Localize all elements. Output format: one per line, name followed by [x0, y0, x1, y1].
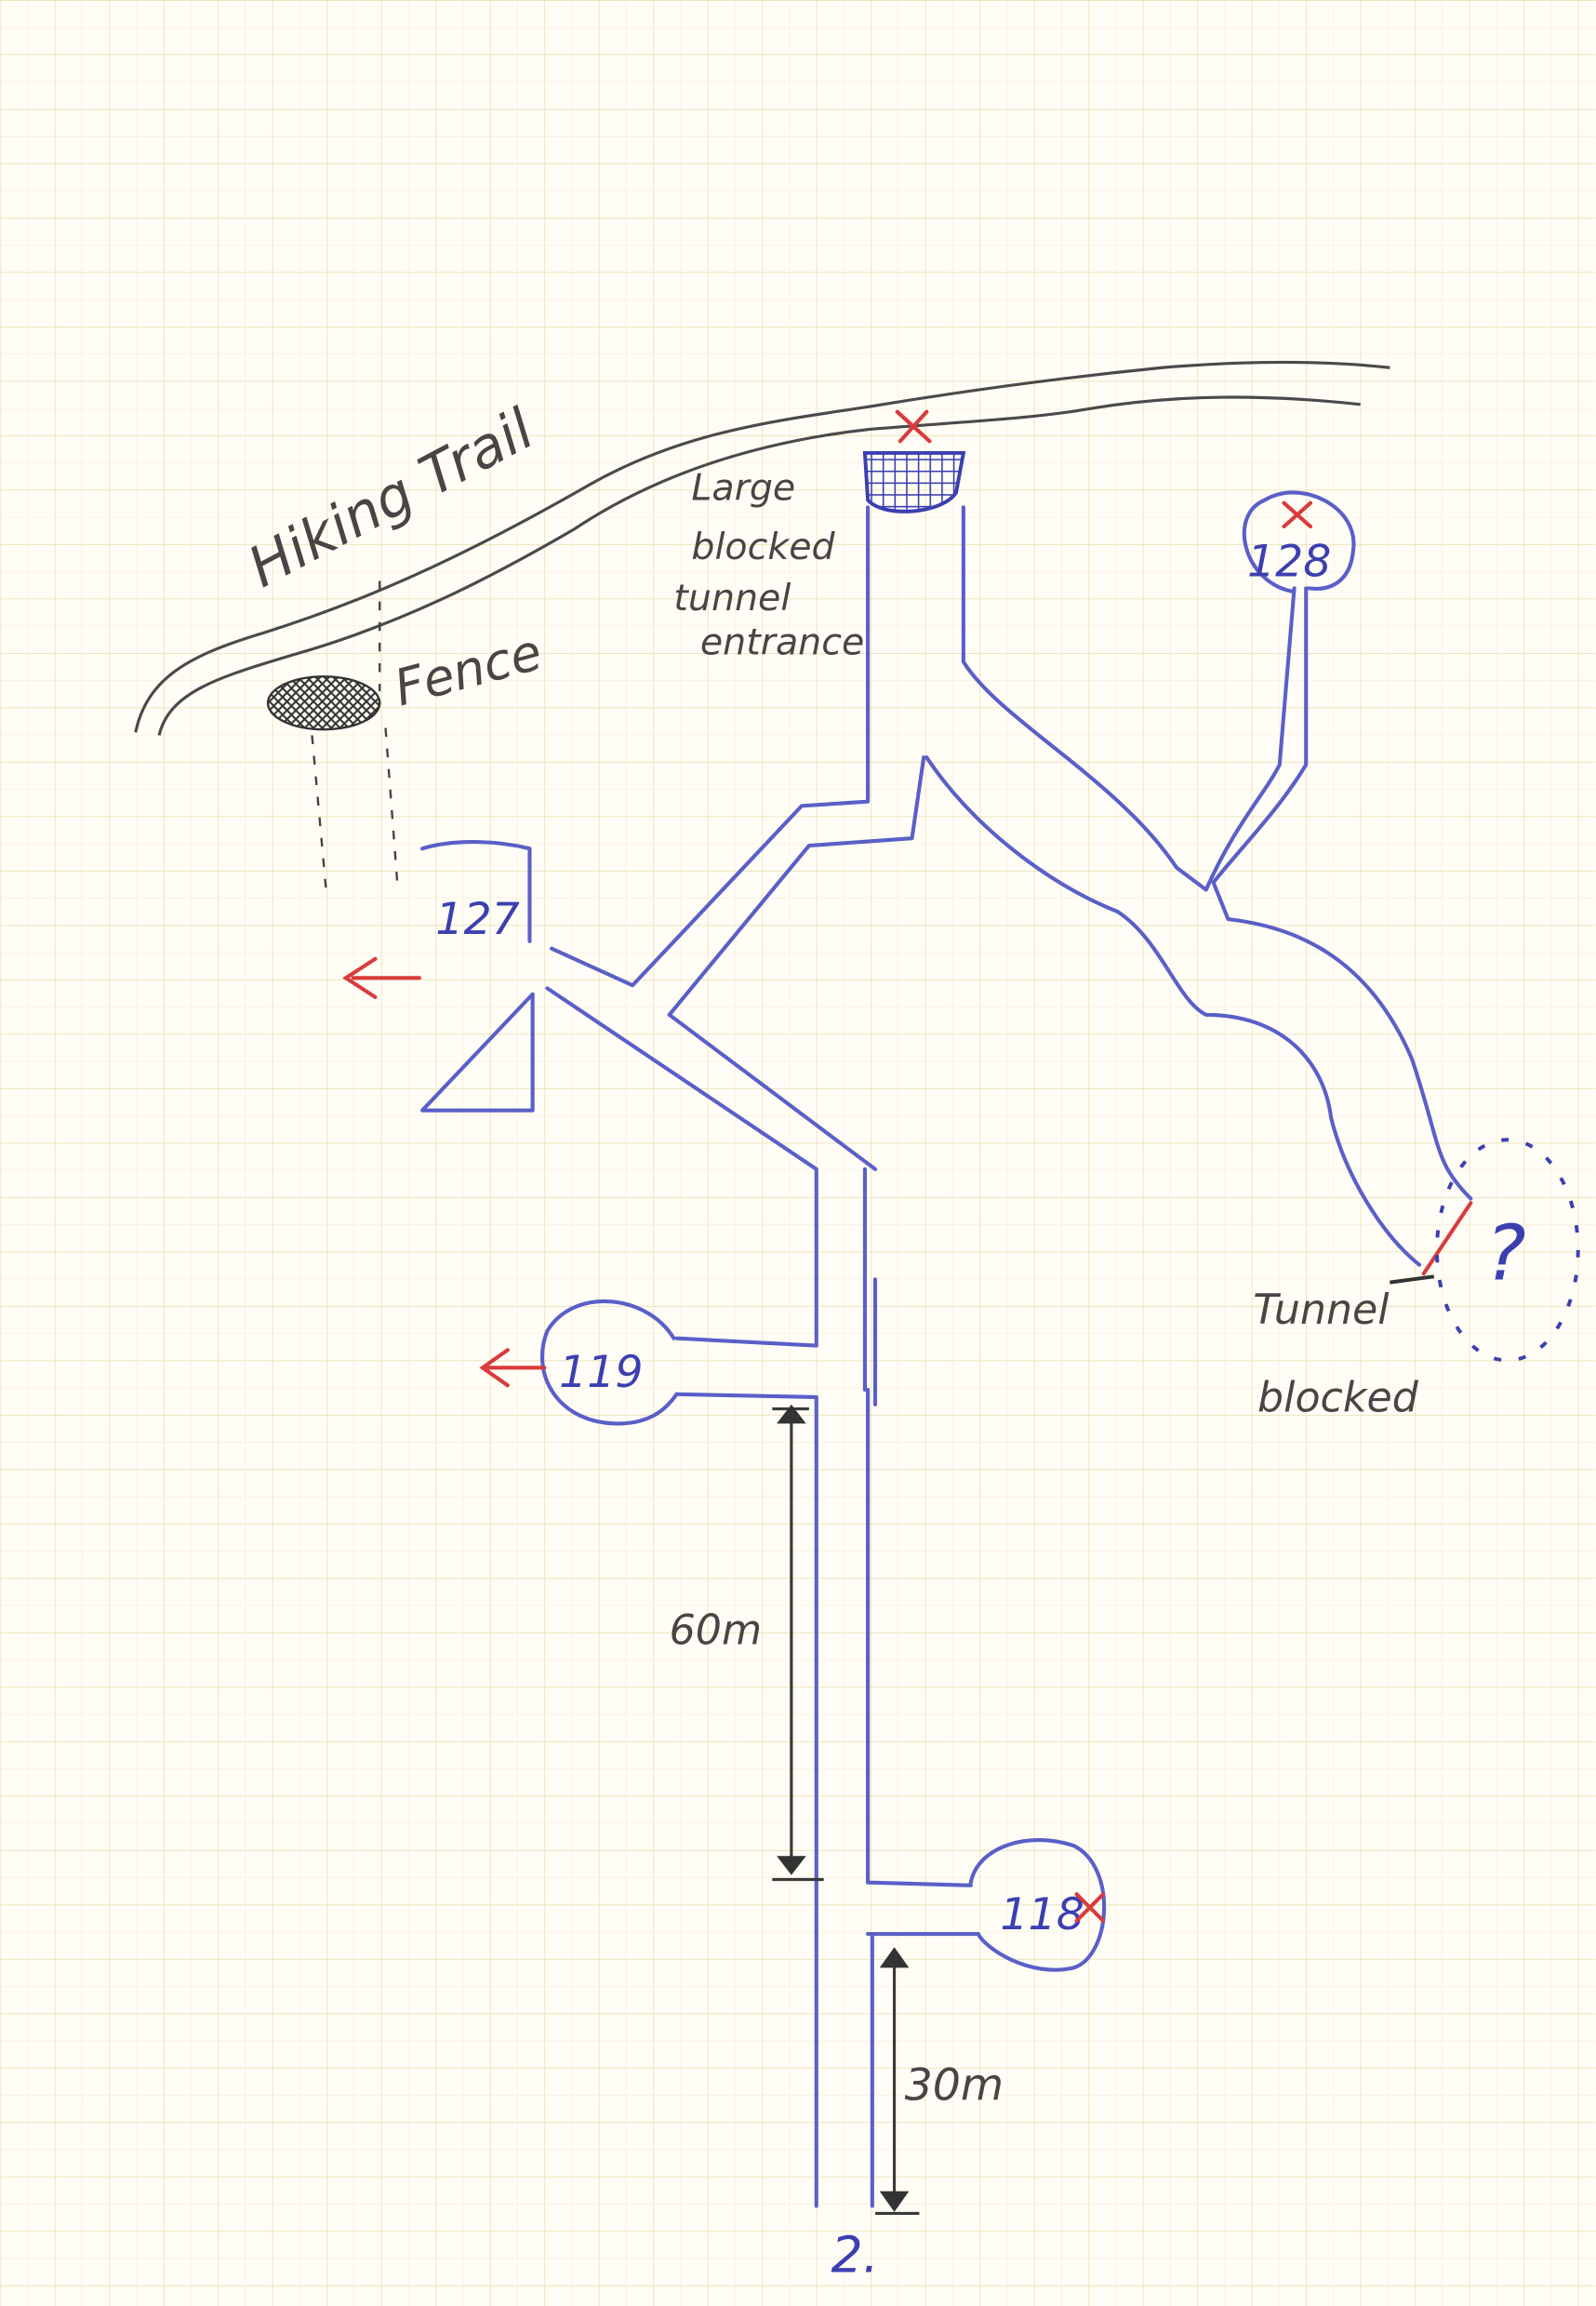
- page-number: 2.: [831, 2226, 879, 2285]
- red-x-icon: [1282, 500, 1313, 529]
- large-blocked-line2: blocked: [691, 526, 835, 568]
- distance-60m-label: 60m: [670, 1607, 762, 1655]
- large-blocked-label: Large blocked tunnel entrance: [673, 467, 864, 664]
- fence-hatch-icon: [266, 675, 381, 731]
- exit-arrow-left-icon: [479, 1348, 547, 1388]
- room-119[interactable]: 119: [479, 1300, 679, 1426]
- unknown-area-outline: [1434, 1138, 1580, 1363]
- exit-arrow-left-icon: [342, 956, 421, 999]
- room-127[interactable]: 127: [342, 840, 535, 1113]
- large-blocked-line4: entrance: [700, 621, 864, 664]
- distance-60m: 60m: [670, 1404, 824, 1882]
- blockage-line: [1421, 1201, 1473, 1276]
- red-x-icon: [895, 409, 932, 444]
- large-blocked-line3: tunnel: [673, 577, 791, 620]
- blocked-entrance-hatch-icon: [862, 450, 966, 513]
- tunnel-blocked: ? Tunnel blocked: [1253, 1138, 1580, 1422]
- room-119-label: 119: [559, 1347, 643, 1398]
- tunnel-network: [545, 505, 1473, 2208]
- room-128[interactable]: 128: [1242, 490, 1356, 593]
- tunnel-blocked-line1: Tunnel: [1253, 1286, 1390, 1334]
- distance-30m-label: 30m: [905, 2060, 1004, 2112]
- unknown-mark: ?: [1485, 1209, 1526, 1298]
- red-x-icon: [1074, 1892, 1106, 1923]
- distance-30m: 30m: [875, 1947, 1004, 2215]
- tunnel-blocked-label: Tunnel blocked: [1253, 1286, 1418, 1422]
- room-128-label: 128: [1247, 537, 1331, 588]
- tunnel-blocked-line2: blocked: [1257, 1375, 1419, 1422]
- room-127-label: 127: [435, 894, 519, 945]
- room-118[interactable]: 118: [968, 1838, 1107, 1972]
- large-blocked-line1: Large: [691, 467, 795, 510]
- room-118-label: 118: [1000, 1889, 1084, 1940]
- large-blocked-entrance: Large blocked tunnel entrance: [673, 409, 966, 664]
